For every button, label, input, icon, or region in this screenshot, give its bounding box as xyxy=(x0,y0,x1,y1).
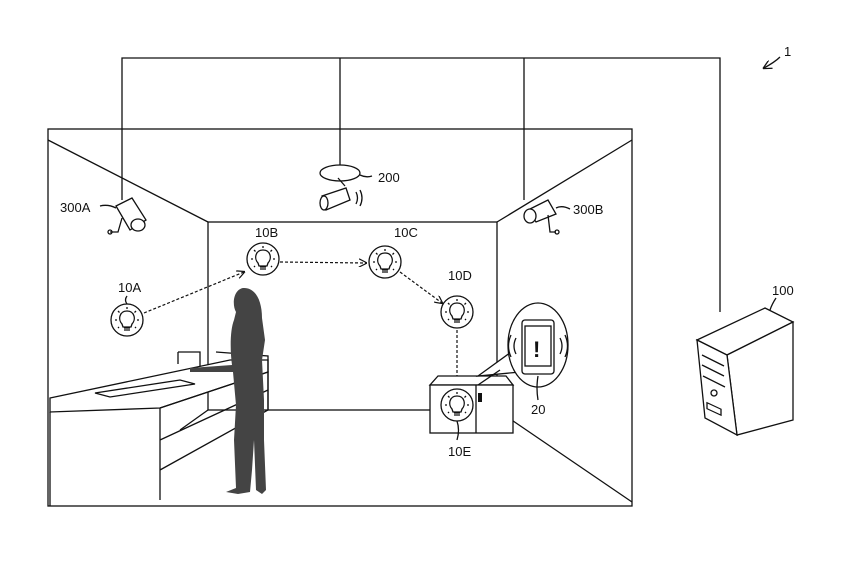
light-label: 10D xyxy=(448,268,472,283)
server-label: 100 xyxy=(772,283,794,298)
light-label: 10C xyxy=(394,225,418,240)
light-label: 10A xyxy=(118,280,141,295)
system-reference: 1 xyxy=(764,44,791,68)
kitchen-counter xyxy=(49,351,269,506)
smartphone-notification: ! 20 xyxy=(475,302,569,417)
alert-icon: ! xyxy=(533,337,540,362)
light-10a: 10A xyxy=(110,280,144,337)
network-wiring xyxy=(121,57,721,312)
projector-label: 200 xyxy=(378,170,400,185)
projector: 200 xyxy=(319,164,400,211)
light-10b: 10B xyxy=(246,225,280,276)
phone-label: 20 xyxy=(531,402,545,417)
movement-path xyxy=(143,262,457,385)
camera-right-label: 300B xyxy=(573,202,603,217)
camera-300b: 300B xyxy=(523,199,603,235)
server-computer: 100 xyxy=(695,283,795,437)
room xyxy=(47,128,633,507)
light-label: 10E xyxy=(448,444,471,459)
light-10e: 10E xyxy=(440,388,474,459)
light-label: 10B xyxy=(255,225,278,240)
system-label: 1 xyxy=(784,44,791,59)
person-silhouette xyxy=(190,287,266,494)
light-10c: 10C xyxy=(368,225,418,279)
light-10d: 10D xyxy=(440,268,474,329)
camera-left-label: 300A xyxy=(60,200,91,215)
camera-300a: 300A xyxy=(60,197,147,235)
